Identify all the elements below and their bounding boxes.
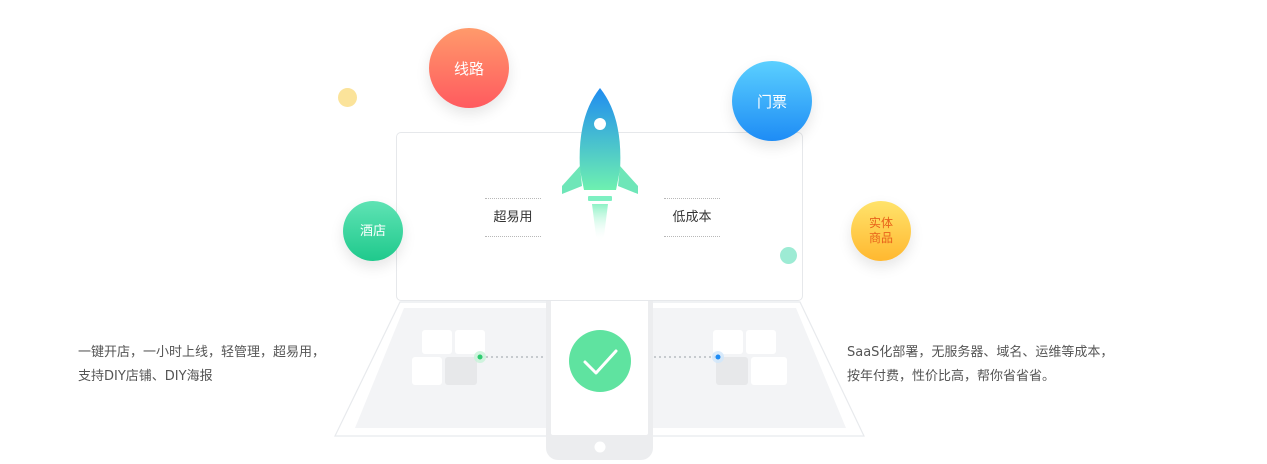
checkmark-icon xyxy=(569,330,631,392)
physical-goods-label-line1: 实体 xyxy=(868,216,893,230)
left-grid-illustration xyxy=(412,330,485,385)
feature-easy-to-use: 超易用 xyxy=(485,198,541,237)
feature-easy-to-use-label: 超易用 xyxy=(493,210,533,225)
left-description: 一键开店，一小时上线，轻管理，超易用， 支持DIY店铺、DIY海报 xyxy=(78,341,325,389)
right-description-line2: 按年付费，性价比高，帮你省省省。 xyxy=(847,369,1056,384)
rocket-icon xyxy=(562,88,638,242)
physical-goods-label-line2: 商品 xyxy=(868,231,893,245)
route-label: 线路 xyxy=(453,59,484,78)
right-grid-illustration xyxy=(713,330,787,385)
teal-dot xyxy=(780,247,797,264)
yellow-dot xyxy=(338,88,357,107)
tickets-bubble: 门票 xyxy=(732,61,812,141)
left-description-line1: 一键开店，一小时上线，轻管理，超易用， xyxy=(78,345,326,360)
right-description: SaaS化部署，无服务器、域名、运维等成本， 按年付费，性价比高，帮你省省省。 xyxy=(847,341,1113,389)
route-bubble: 线路 xyxy=(429,28,509,108)
feature-low-cost: 低成本 xyxy=(664,198,720,237)
right-description-line1: SaaS化部署，无服务器、域名、运维等成本， xyxy=(847,345,1114,360)
left-description-line2: 支持DIY店铺、DIY海报 xyxy=(78,369,213,384)
feature-low-cost-label: 低成本 xyxy=(672,210,712,225)
hotel-label: 酒店 xyxy=(359,223,386,239)
hotel-bubble: 酒店 xyxy=(343,201,403,261)
physical-goods-bubble: 实体 商品 xyxy=(851,201,911,261)
tickets-label: 门票 xyxy=(756,92,787,111)
